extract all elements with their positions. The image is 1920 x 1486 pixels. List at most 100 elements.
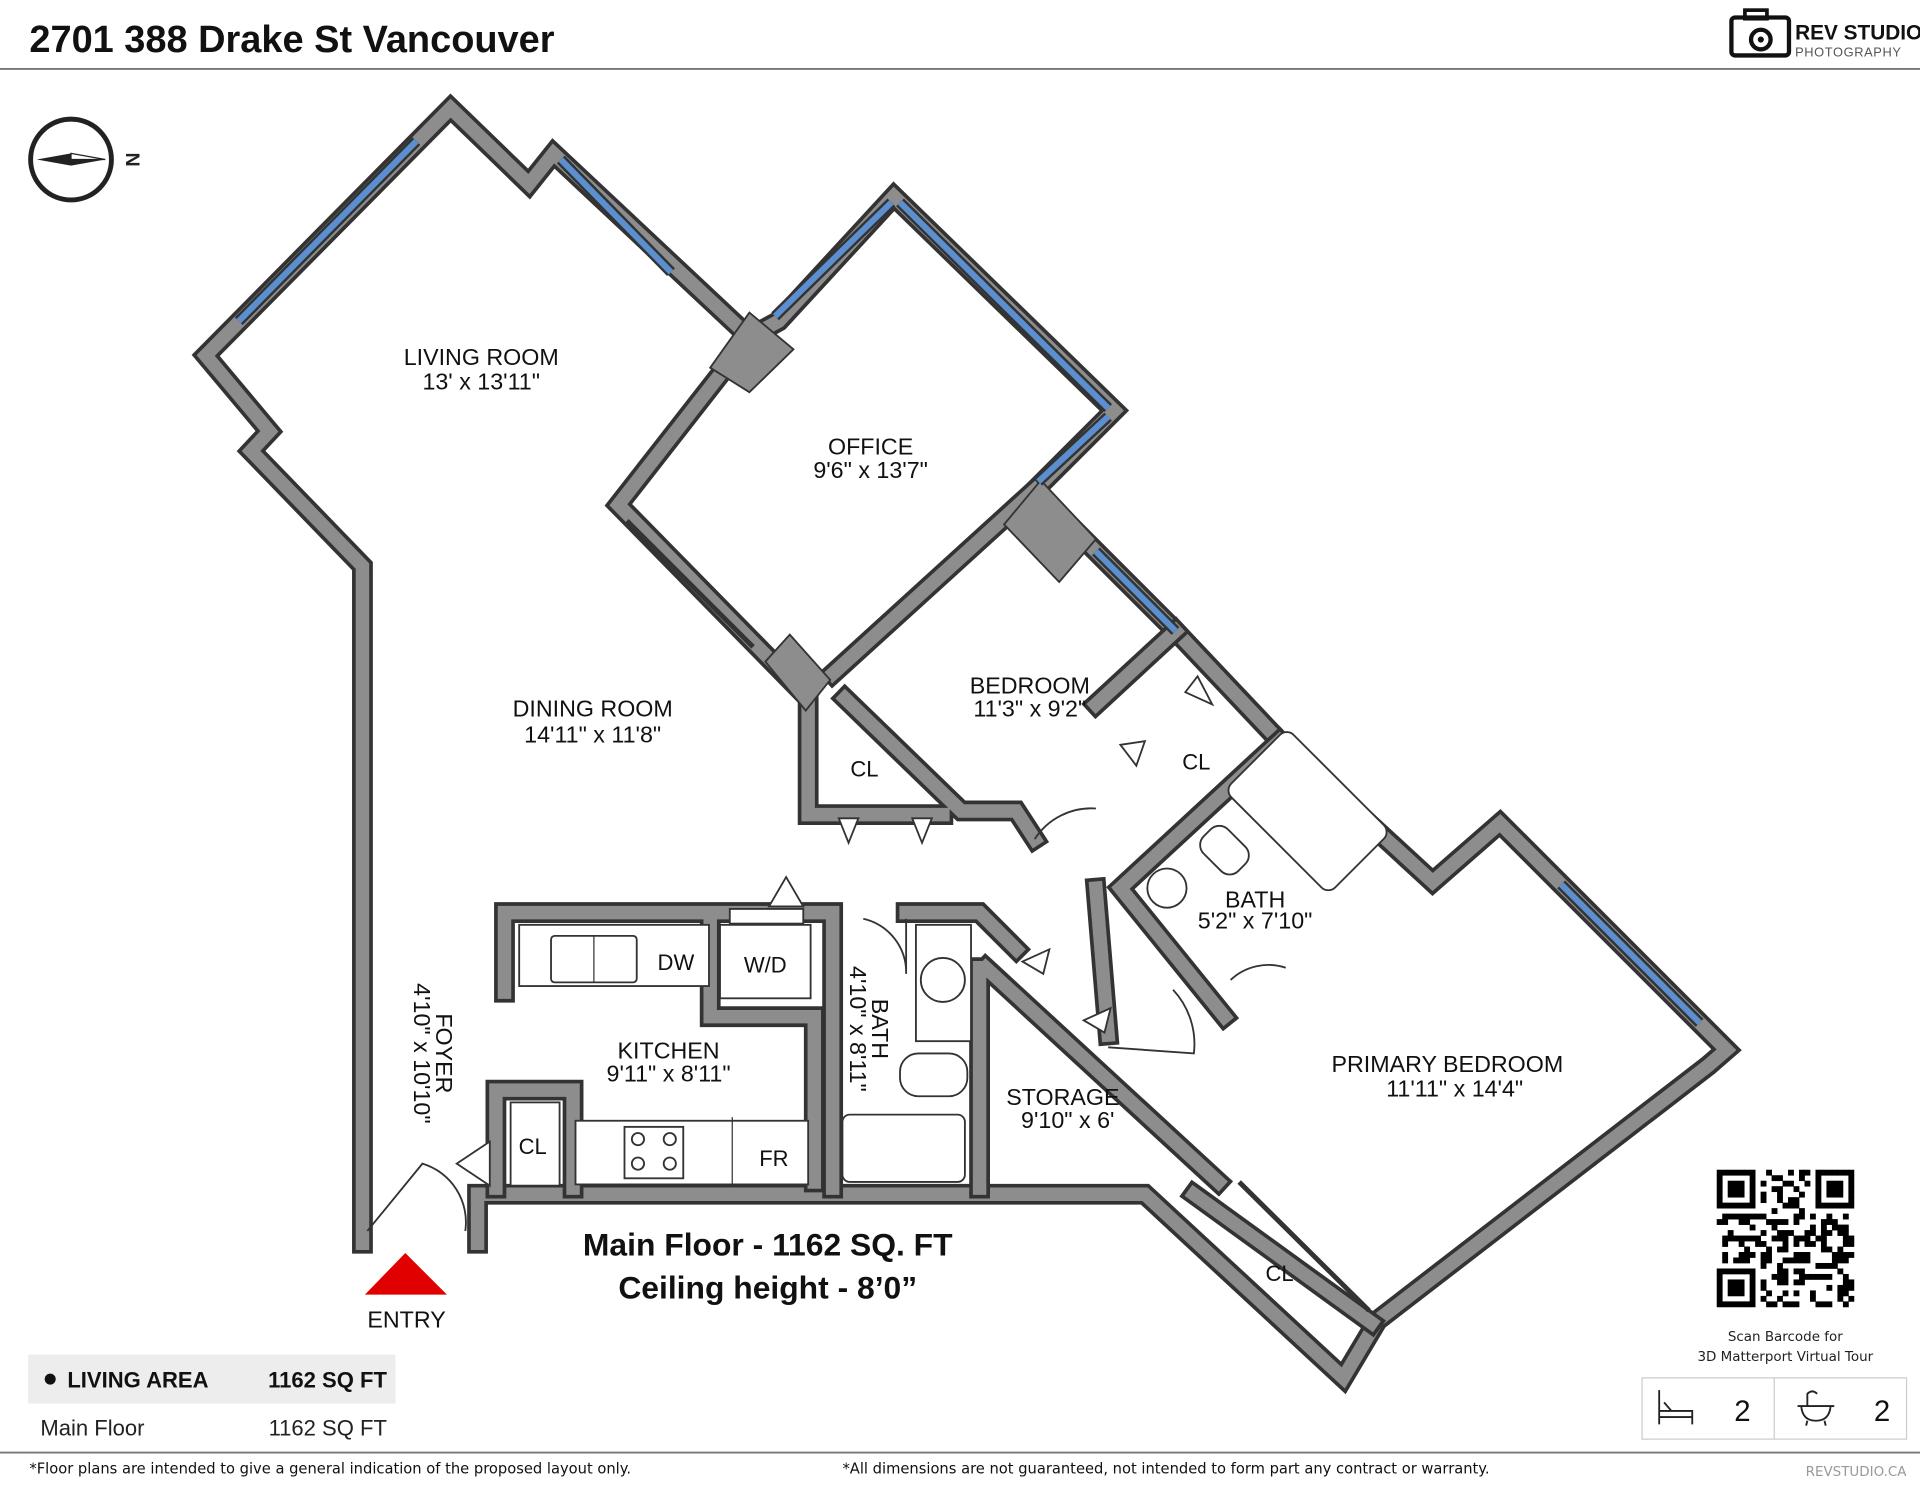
room-name-foyer: FOYER <box>431 1013 457 1093</box>
qr-module <box>1777 1279 1783 1286</box>
qr-module <box>1766 1246 1772 1253</box>
qr-module <box>1815 1180 1822 1187</box>
qr-module <box>1820 1235 1827 1242</box>
bathtub-icon <box>1797 1390 1835 1426</box>
qr-module <box>1848 1202 1855 1209</box>
qr-module <box>1788 1230 1794 1236</box>
qr-module <box>1815 1301 1822 1308</box>
qr-module <box>1749 1268 1756 1275</box>
qr-module <box>1727 1169 1734 1176</box>
room-name-kitchen: KITCHEN <box>618 1037 720 1063</box>
qr-module <box>1738 1235 1745 1242</box>
qr-module <box>1733 1213 1740 1220</box>
qr-module <box>1826 1262 1833 1269</box>
qr-module <box>1809 1290 1816 1297</box>
qr-module <box>1716 1180 1723 1187</box>
qr-module <box>1760 1262 1767 1269</box>
qr-module <box>1749 1235 1756 1242</box>
qr-module <box>1738 1241 1745 1247</box>
qr-module <box>1842 1230 1849 1236</box>
walls <box>191 93 1742 1395</box>
qr-module <box>1722 1235 1729 1242</box>
room-labels: LIVING ROOM 13' x 13'11" OFFICE 9'6" x 1… <box>404 344 1563 1286</box>
floor-area-text: Main Floor - 1162 SQ. FT <box>583 1226 953 1262</box>
qr-module <box>1837 1230 1844 1236</box>
qr-module <box>1716 1175 1723 1182</box>
qr-module <box>1727 1279 1734 1286</box>
qr-module <box>1793 1257 1800 1264</box>
qr-code[interactable] <box>1716 1169 1855 1308</box>
qr-module <box>1727 1191 1734 1198</box>
qr-module <box>1782 1246 1789 1253</box>
qr-module <box>1842 1224 1849 1231</box>
qr-module <box>1716 1219 1723 1225</box>
qr-module <box>1782 1257 1789 1264</box>
qr-module <box>1793 1186 1800 1193</box>
bed-icon <box>1658 1390 1694 1425</box>
qr-module <box>1848 1169 1855 1176</box>
qr-module <box>1738 1219 1745 1225</box>
qr-module <box>1727 1180 1734 1187</box>
page-title: 2701 388 Drake St Vancouver <box>29 19 554 61</box>
washer-dryer-label: W/D <box>744 953 787 978</box>
qr-module <box>1744 1257 1751 1264</box>
qr-module <box>1809 1273 1816 1280</box>
qr-module <box>1755 1213 1761 1220</box>
website-link[interactable]: REVSTUDIO.CA <box>1806 1465 1908 1480</box>
qr-module <box>1820 1230 1827 1236</box>
qr-module <box>1749 1284 1756 1291</box>
qr-module <box>1831 1224 1838 1231</box>
qr-module <box>1837 1252 1844 1258</box>
qr-module <box>1771 1224 1778 1231</box>
qr-module <box>1837 1169 1844 1176</box>
qr-module <box>1733 1268 1740 1275</box>
qr-module <box>1716 1268 1723 1275</box>
qr-module <box>1744 1202 1751 1209</box>
qr-module <box>1760 1241 1767 1247</box>
qr-module <box>1716 1290 1723 1297</box>
qr-module <box>1837 1186 1844 1193</box>
qr-module <box>1826 1284 1833 1291</box>
room-name-dining-room: DINING ROOM <box>513 696 673 722</box>
qr-module <box>1793 1197 1800 1204</box>
qr-module <box>1733 1279 1740 1286</box>
qr-module <box>1837 1284 1844 1291</box>
qr-module <box>1733 1191 1740 1198</box>
qr-module <box>1842 1284 1849 1291</box>
qr-module <box>1749 1301 1756 1308</box>
qr-module <box>1777 1219 1783 1225</box>
qr-module <box>1815 1197 1822 1204</box>
room-dims-bath: 5'2" x 7'10" <box>1198 908 1313 934</box>
qr-module <box>1799 1268 1805 1275</box>
disclaimer-left: *Floor plans are intended to give a gene… <box>29 1460 631 1477</box>
entry-label: ENTRY <box>367 1307 445 1333</box>
entry-arrow-icon <box>364 1253 447 1295</box>
qr-module <box>1771 1235 1778 1242</box>
qr-module <box>1782 1279 1789 1286</box>
qr-module <box>1788 1202 1794 1209</box>
qr-module <box>1738 1279 1745 1286</box>
qr-module <box>1793 1235 1800 1242</box>
qr-module <box>1804 1252 1811 1258</box>
qr-module <box>1738 1301 1745 1308</box>
qr-module <box>1738 1257 1745 1264</box>
qr-module <box>1804 1180 1811 1187</box>
qr-module <box>1848 1279 1855 1286</box>
qr-module <box>1749 1252 1756 1258</box>
qr-module <box>1777 1268 1783 1275</box>
room-name-living-room: LIVING ROOM <box>404 344 559 370</box>
closet-label: CL <box>1182 749 1210 774</box>
qr-module <box>1782 1180 1789 1187</box>
closet-label: CL <box>850 757 878 782</box>
room-dims-bath-2: 4'10" x 8'11" <box>845 966 871 1092</box>
qr-module <box>1722 1301 1729 1308</box>
living-area-value: 1162 SQ FT <box>268 1368 387 1393</box>
qr-module <box>1837 1224 1844 1231</box>
qr-module <box>1738 1290 1745 1297</box>
qr-module <box>1760 1180 1767 1187</box>
qr-caption-line2: 3D Matterport Virtual Tour <box>1697 1350 1873 1365</box>
qr-module <box>1749 1295 1756 1302</box>
qr-module <box>1738 1284 1745 1291</box>
qr-module <box>1716 1169 1723 1176</box>
qr-module <box>1722 1169 1729 1176</box>
